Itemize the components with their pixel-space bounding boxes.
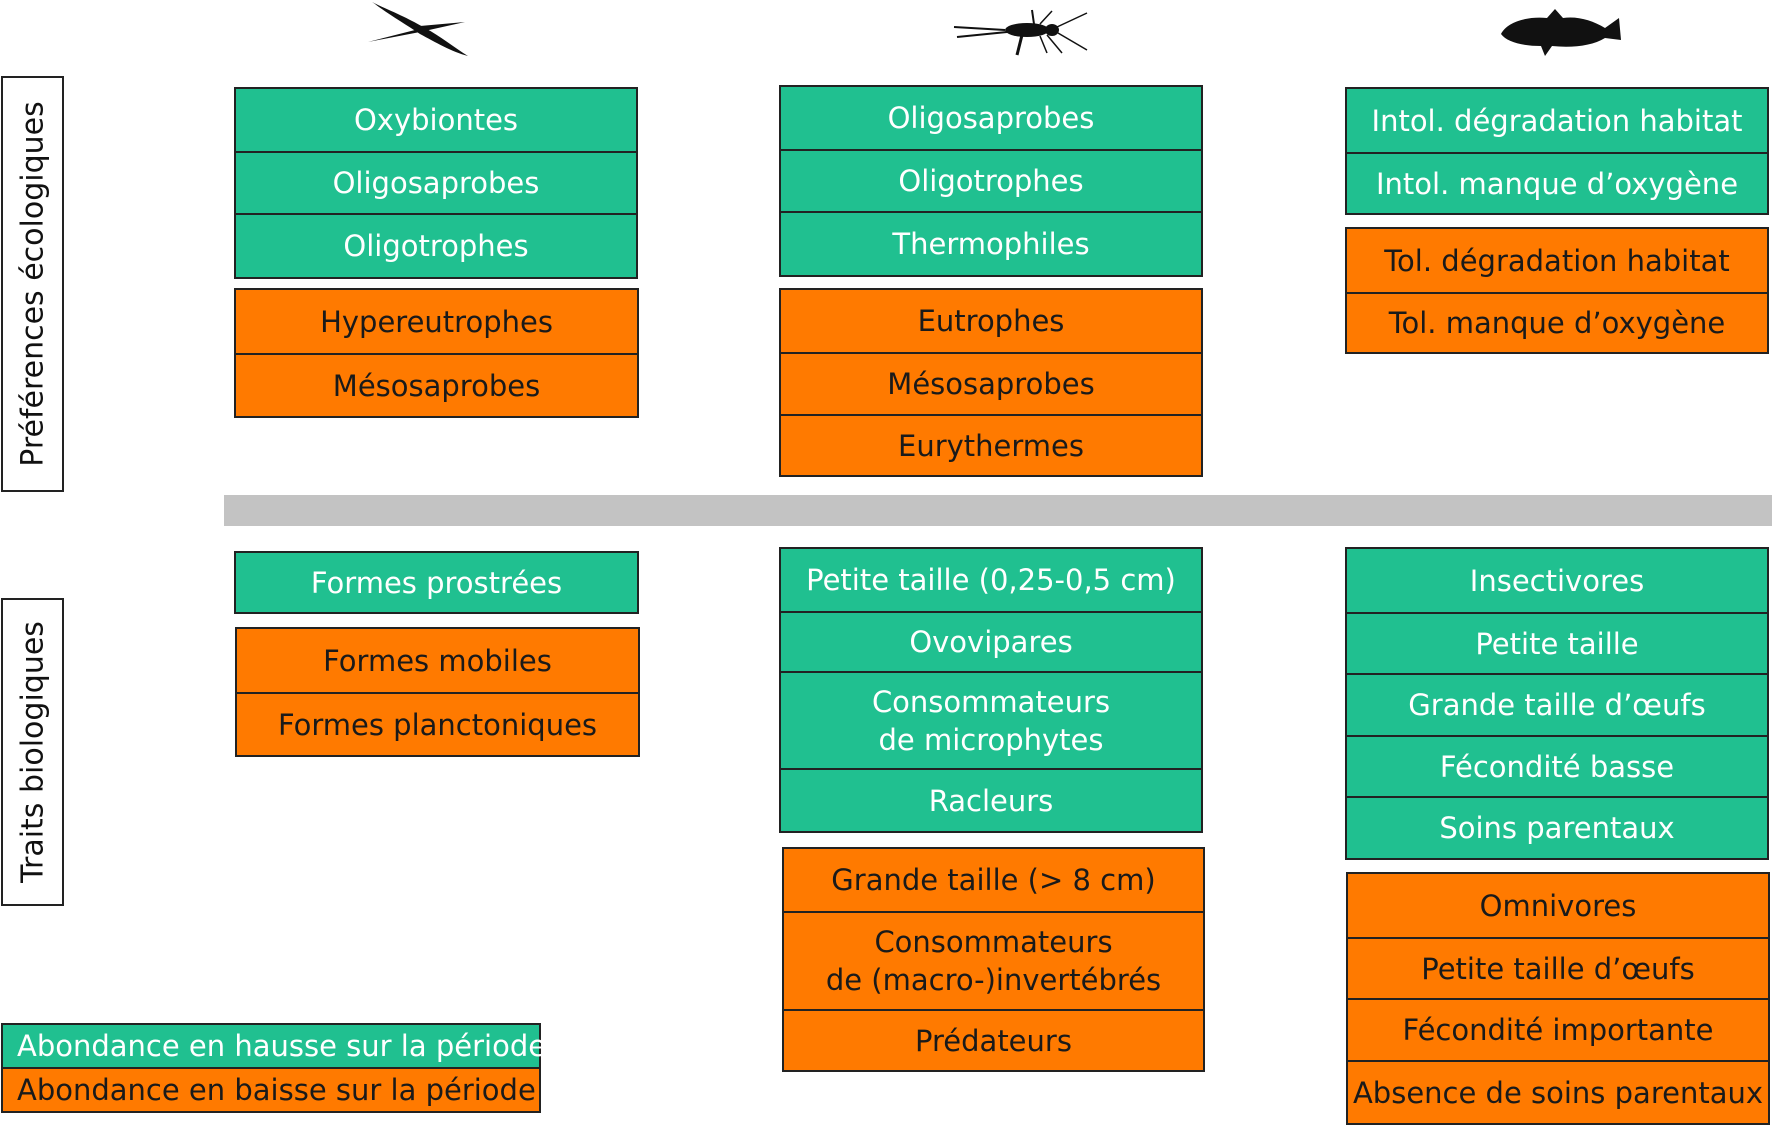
trait-cell: Mésosaprobes <box>236 353 637 416</box>
trait-cell: Tol. dégradation habitat <box>1384 243 1730 278</box>
trait-cell: Thermophiles <box>781 211 1201 275</box>
trait-cell: Consommateurs de microphytes <box>781 671 1201 768</box>
mayfly-ecological-increase-group: Oligosaprobes Oligotrophes Thermophiles <box>779 85 1203 277</box>
trait-cell: Ovovipares <box>781 611 1201 671</box>
fish-ecological-increase-group: Intol. dégradation habitat Intol. manque… <box>1345 87 1769 215</box>
section-separator <box>224 495 1772 526</box>
trait-cell: Tol. manque d’oxygène <box>1347 292 1767 352</box>
trait-cell: Soins parentaux <box>1347 796 1767 858</box>
trait-cell: Omnivores <box>1479 888 1637 923</box>
ecological-preferences-text: Préférences écologiques <box>15 101 50 467</box>
diatom-ecological-decrease-group: Hypereutrophes Mésosaprobes <box>234 288 639 418</box>
mayfly-biological-decrease-group: Grande taille (> 8 cm) Consommateurs de … <box>782 847 1205 1072</box>
trait-cell: Intol. manque d’oxygène <box>1347 152 1767 213</box>
trait-cell: Formes planctoniques <box>237 692 638 755</box>
trait-cell: Mésosaprobes <box>781 352 1201 414</box>
fish-ecological-decrease-group: Tol. dégradation habitat Tol. manque d’o… <box>1345 227 1769 354</box>
trait-cell: Formes prostrées <box>310 565 563 600</box>
legend-decrease: Abondance en baisse sur la période <box>3 1069 539 1111</box>
trait-cell: Petite taille d’œufs <box>1348 937 1768 998</box>
trait-cell: Oligosaprobes <box>887 101 1095 135</box>
trait-cell: Petite taille <box>1347 612 1767 673</box>
trait-cell: Eurythermes <box>781 414 1201 475</box>
legend-increase: Abondance en hausse sur la période <box>3 1025 546 1069</box>
trait-cell: Oligotrophes <box>781 149 1201 211</box>
trait-cell: Consommateurs de (macro-)invertébrés <box>784 911 1203 1009</box>
biological-traits-label: Traits biologiques <box>1 598 64 906</box>
trait-cell: Grande taille d’œufs <box>1347 673 1767 735</box>
legend: Abondance en hausse sur la période Abond… <box>1 1023 546 1113</box>
diatom-ecological-increase-group: Oxybiontes Oligosaprobes Oligotrophes <box>234 87 638 279</box>
diatom-biological-decrease-group: Formes mobiles Formes planctoniques <box>235 627 640 757</box>
trait-cell: Racleurs <box>781 768 1201 831</box>
trait-cell: Petite taille (0,25-0,5 cm) <box>806 563 1176 597</box>
trait-cell: Fécondité importante <box>1348 998 1768 1060</box>
mayfly-biological-increase-group: Petite taille (0,25-0,5 cm) Ovovipares C… <box>779 547 1203 833</box>
fish-biological-increase-group: Insectivores Petite taille Grande taille… <box>1345 547 1769 860</box>
trait-cell: Oligosaprobes <box>236 151 636 213</box>
diatom-icon <box>368 2 468 56</box>
trait-cell: Oxybiontes <box>353 103 519 137</box>
trait-cell: Intol. dégradation habitat <box>1371 103 1743 138</box>
ecological-preferences-label: Préférences écologiques <box>1 76 64 492</box>
fish-biological-decrease-group: Omnivores Petite taille d’œufs Fécondité… <box>1346 872 1770 1125</box>
trait-cell: Oligotrophes <box>236 213 636 277</box>
trait-cell: Prédateurs <box>784 1009 1203 1070</box>
trait-cell: Eutrophes <box>917 304 1065 338</box>
mayfly-larva-icon <box>953 9 1088 56</box>
trait-cell: Fécondité basse <box>1347 735 1767 796</box>
diatom-biological-increase-group: Formes prostrées <box>234 551 639 614</box>
mayfly-ecological-decrease-group: Eutrophes Mésosaprobes Eurythermes <box>779 288 1203 477</box>
biological-traits-text: Traits biologiques <box>15 621 50 883</box>
trait-cell: Absence de soins parentaux <box>1348 1060 1768 1123</box>
trait-cell: Grande taille (> 8 cm) <box>831 863 1156 897</box>
trait-cell: Formes mobiles <box>323 643 552 678</box>
fish-icon <box>1501 9 1621 56</box>
trait-cell: Hypereutrophes <box>320 304 553 339</box>
trait-cell: Insectivores <box>1469 563 1645 598</box>
